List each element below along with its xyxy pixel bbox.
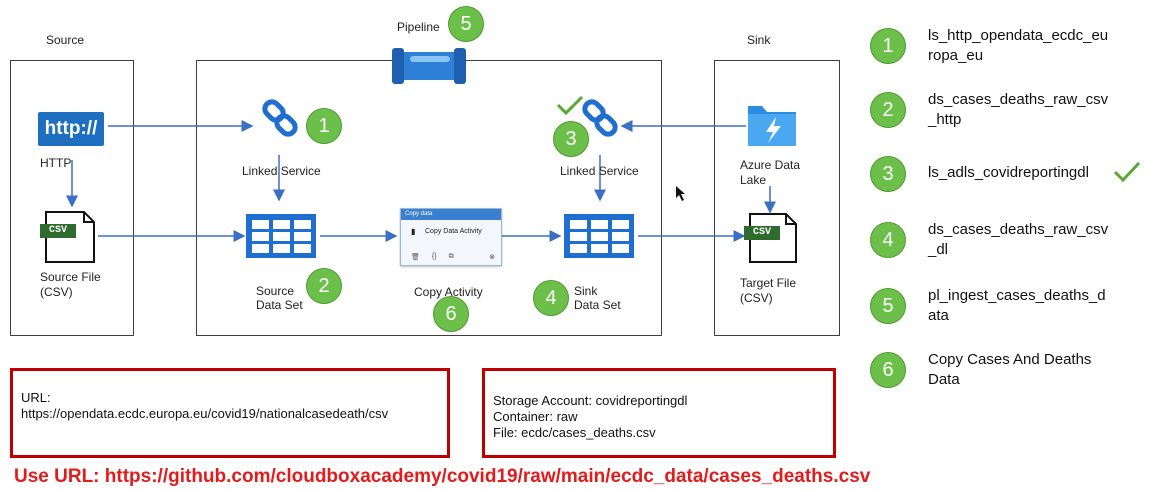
legend-item-5: pl_ingest_cases_deaths_d ata — [928, 286, 1128, 326]
target-file-label: Target File (CSV) — [740, 276, 796, 306]
url-box-line1: URL: — [21, 390, 51, 405]
legend-5-line1: pl_ingest_cases_deaths_d — [928, 287, 1106, 304]
sink-dataset-label-line2: Data Set — [574, 298, 621, 312]
target-file-label-line2: (CSV) — [740, 291, 773, 305]
sink-frame — [714, 60, 840, 336]
source-file-label-line1: Source File — [40, 270, 101, 284]
badge-5: 5 — [448, 6, 484, 42]
storage-box-line2: Container: raw — [493, 409, 578, 424]
url-box-line2: https://opendata.ecdc.europa.eu/covid19/… — [21, 406, 389, 421]
legend-2-line1: ds_cases_deaths_raw_csv — [928, 91, 1109, 108]
pipeline-title: Pipeline — [397, 20, 440, 34]
legend-6-line1: Copy Cases And Deaths — [928, 351, 1092, 368]
badge-4: 4 — [533, 280, 569, 316]
storage-box-line1: Storage Account: covidreportingdl — [493, 393, 688, 408]
badge-1: 1 — [306, 108, 342, 144]
legend-4-line2: _dl — [928, 241, 949, 258]
http-label: HTTP — [40, 156, 72, 170]
copy-card-header: Copy data — [401, 209, 501, 220]
legend-item-4: ds_cases_deaths_raw_csv _dl — [928, 220, 1128, 260]
copy-activity-label: Copy Activity — [414, 285, 483, 299]
source-file-label-line2: (CSV) — [40, 285, 73, 299]
sink-dataset-label-line1: Sink — [574, 284, 598, 298]
adl-label-line1: Azure Data — [740, 158, 801, 172]
legend-item-2: ds_cases_deaths_raw_csv _http — [928, 90, 1128, 130]
copy-card-actions: 🗑 {} ⧉ ⊗ — [411, 253, 495, 261]
legend-badge-3: 3 — [870, 156, 906, 192]
http-badge: http:// — [38, 112, 104, 146]
table-icon-sink — [564, 214, 634, 258]
target-file-label-line1: Target File — [740, 276, 797, 290]
legend-5-line2: ata — [928, 307, 949, 324]
copy-card-body: ▮ Copy Data Activity — [401, 220, 501, 236]
legend-2-line2: _http — [928, 111, 962, 128]
legend-4-line1: ds_cases_deaths_raw_csv — [928, 221, 1109, 238]
check-icon-diagram — [556, 95, 584, 116]
legend-6-line2: Data — [928, 371, 960, 388]
azure-data-lake-icon — [748, 106, 796, 146]
delete-icon[interactable]: 🗑 — [411, 254, 420, 261]
table-icon-source — [246, 214, 316, 258]
legend-badge-2: 2 — [870, 92, 906, 128]
storage-box-text: Storage Account: covidreportingdl Contai… — [493, 393, 687, 441]
copy-icon: ▮ — [411, 227, 416, 236]
check-icon-legend — [1113, 161, 1141, 183]
csv-badge-source: CSV — [40, 224, 76, 238]
go-icon[interactable]: ⊗ — [489, 254, 495, 261]
badge-3: 3 — [553, 121, 589, 157]
storage-box: Storage Account: covidreportingdl Contai… — [482, 368, 836, 458]
duplicate-icon[interactable]: ⧉ — [448, 253, 454, 260]
source-dataset-label: Source Data Set — [256, 284, 303, 312]
legend-badge-5: 5 — [870, 288, 906, 324]
legend-1-line1: ls_http_opendata_ecdc_eu — [928, 27, 1109, 44]
url-box: URL: https://opendata.ecdc.europa.eu/cov… — [10, 368, 450, 458]
cursor-icon — [676, 186, 685, 201]
code-icon[interactable]: {} — [431, 253, 437, 260]
legend-3-line1: ls_adls_covidreportingdl — [928, 164, 1089, 181]
url-box-text: URL: https://opendata.ecdc.europa.eu/cov… — [21, 390, 388, 422]
source-file-label: Source File (CSV) — [40, 270, 101, 300]
sink-dataset-label: Sink Data Set — [574, 284, 621, 312]
legend-badge-1: 1 — [870, 28, 906, 64]
source-dataset-label-line2: Data Set — [256, 298, 303, 312]
csv-badge-target: CSV — [744, 226, 780, 240]
badge-2: 2 — [306, 268, 342, 304]
storage-box-line3: File: ecdc/cases_deaths.csv — [493, 425, 656, 440]
legend-item-1: ls_http_opendata_ecdc_eu ropa_eu — [928, 26, 1128, 66]
link-icon-right — [582, 99, 618, 137]
copy-activity-card[interactable]: Copy data ▮ Copy Data Activity 🗑 {} ⧉ ⊗ — [400, 208, 502, 266]
azure-data-lake-label: Azure Data Lake — [740, 158, 800, 188]
legend-1-line2: ropa_eu — [928, 47, 984, 64]
adl-label-line2: Lake — [740, 173, 767, 187]
source-dataset-label-line1: Source — [256, 284, 295, 298]
bottom-url-note[interactable]: Use URL: https://github.com/cloudboxacad… — [14, 466, 871, 487]
linked-service-right-label: Linked Service — [560, 164, 639, 178]
legend-badge-6: 6 — [870, 352, 906, 388]
legend-badge-4: 4 — [870, 222, 906, 258]
pipe-icon — [392, 48, 466, 84]
badge-6: 6 — [433, 296, 469, 332]
legend-item-3: ls_adls_covidreportingdl — [928, 163, 1128, 183]
sink-title: Sink — [747, 33, 771, 47]
link-icon-left — [262, 99, 298, 137]
legend-item-6: Copy Cases And Deaths Data — [928, 350, 1128, 390]
linked-service-left-label: Linked Service — [242, 164, 321, 178]
copy-card-title: Copy Data Activity — [425, 228, 482, 235]
source-title: Source — [46, 33, 85, 47]
